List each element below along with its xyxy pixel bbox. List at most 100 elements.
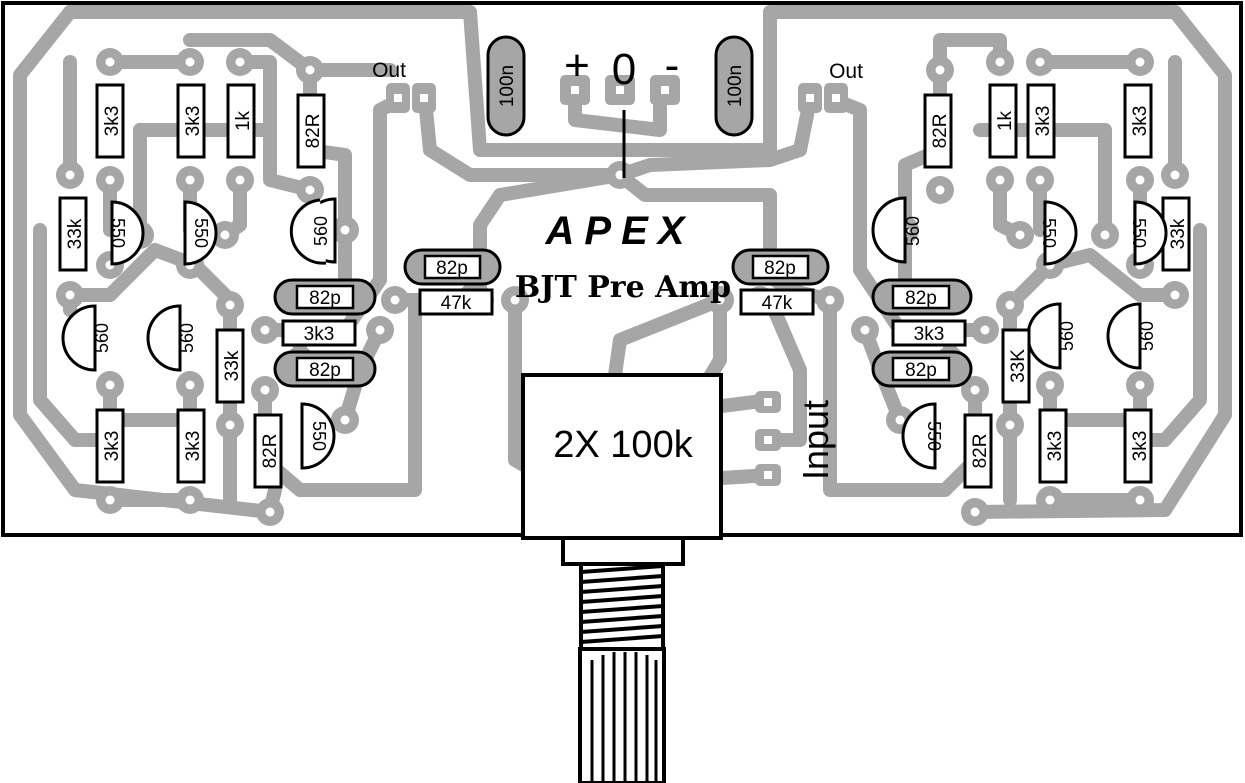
svg-text:550: 550 — [108, 218, 128, 248]
pad-hole — [832, 94, 840, 102]
pot-collar — [561, 536, 685, 566]
pad-hole — [616, 86, 624, 94]
pad-hole — [1135, 380, 1145, 390]
pad-hole — [1135, 175, 1145, 185]
capacitor-82p-left-2: 82p — [273, 350, 377, 388]
capacitor-82p-center-left: 82p — [403, 248, 502, 286]
pad-hole — [185, 380, 195, 390]
pad-hole — [340, 415, 350, 425]
out-right-label: Out — [829, 60, 863, 83]
resistor-r3: 1k — [226, 83, 256, 159]
svg-text:33k: 33k — [1168, 218, 1189, 249]
pad-hole — [105, 175, 115, 185]
resistor-33k-left: 33k — [58, 196, 88, 272]
pot-label: 2X 100k — [553, 424, 693, 466]
capacitor-82p-right-2: 82p — [871, 350, 973, 388]
pad-hole — [225, 300, 235, 310]
resistor-33k-mid-left: 33k — [215, 328, 245, 404]
svg-text:550: 550 — [309, 421, 329, 451]
resistor-r4: 82R — [296, 93, 326, 169]
brand-logo: APEX — [545, 209, 695, 253]
resistor-47k-center-left: 47k — [418, 288, 494, 316]
transistor-q4: 560 — [61, 304, 112, 372]
pad-hole — [571, 86, 579, 94]
pad-hole — [1035, 175, 1045, 185]
svg-text:3k3: 3k3 — [1130, 431, 1151, 462]
pad-hole — [825, 295, 835, 305]
resistor-3k3-mid-left: 3k3 — [281, 319, 357, 347]
pad-hole — [764, 471, 772, 479]
pad-hole — [305, 65, 315, 75]
resistor-r9: 1k — [988, 83, 1018, 159]
pad-hole — [970, 385, 980, 395]
transistor-q3: 560 — [289, 197, 337, 265]
transistor-q11: 560 — [1106, 302, 1157, 370]
svg-text:3k3: 3k3 — [914, 324, 945, 345]
capacitor-100n-left: 100n — [486, 35, 526, 137]
pad-hole — [340, 225, 350, 235]
pad-hole — [1045, 495, 1055, 505]
pad-hole — [806, 94, 814, 102]
zero-label: 0 — [612, 45, 636, 94]
resistor-r1: 3k3 — [95, 83, 125, 159]
svg-text:550: 550 — [191, 218, 211, 248]
pad-hole — [220, 230, 230, 240]
resistor-r6: 3k3 — [176, 408, 206, 484]
resistor-r8: 82R — [923, 93, 953, 169]
svg-text:82p: 82p — [764, 258, 796, 279]
pad-hole — [1170, 170, 1180, 180]
pad-hole — [661, 86, 669, 94]
svg-text:47k: 47k — [762, 293, 793, 314]
pad-hole — [1045, 380, 1055, 390]
resistor-r14: 3k3 — [1123, 408, 1153, 484]
svg-text:82R: 82R — [970, 434, 991, 469]
pad-hole — [105, 380, 115, 390]
svg-text:82R: 82R — [260, 434, 281, 469]
pad-hole — [510, 295, 520, 305]
pad-hole — [935, 185, 945, 195]
resistor-r5: 3k3 — [95, 408, 125, 484]
transistor-q1: 550 — [108, 200, 145, 266]
pad-hole — [970, 507, 980, 517]
pot-thread-lines — [580, 564, 664, 644]
pad-hole — [895, 415, 905, 425]
transistor-q7: 560 — [871, 196, 923, 264]
pad-hole — [260, 385, 270, 395]
svg-text:82p: 82p — [309, 360, 341, 381]
pad-hole — [1035, 57, 1045, 67]
transistor-q12: 550 — [901, 402, 944, 470]
svg-text:560: 560 — [1057, 321, 1077, 351]
svg-text:33k: 33k — [222, 350, 243, 381]
svg-text:560: 560 — [177, 323, 197, 353]
pot-shaft — [578, 647, 666, 783]
pad-hole — [260, 325, 270, 335]
svg-text:1k: 1k — [233, 110, 254, 131]
svg-text:560: 560 — [311, 216, 331, 246]
svg-text:1k: 1k — [995, 110, 1016, 131]
resistor-r2: 3k3 — [176, 83, 206, 159]
svg-text:82p: 82p — [905, 360, 937, 381]
svg-text:100n: 100n — [497, 65, 518, 107]
pad-hole — [185, 495, 195, 505]
pad-hole — [935, 65, 945, 75]
svg-text:3k3: 3k3 — [183, 431, 204, 462]
pot-body — [521, 373, 723, 540]
svg-text:3k3: 3k3 — [304, 324, 335, 345]
svg-text:560: 560 — [1137, 321, 1157, 351]
resistor-47k-center-right: 47k — [739, 288, 815, 316]
pad-hole — [305, 185, 315, 195]
potentiometer: 2X 100k — [521, 373, 723, 783]
svg-text:550: 550 — [1129, 218, 1149, 248]
left-channel-components: 3k3 3k3 1k 82R 33k 550 550 — [58, 83, 502, 489]
input-label: Input — [795, 400, 836, 480]
svg-text:33k: 33k — [65, 218, 86, 249]
svg-text:3k3: 3k3 — [1045, 431, 1066, 462]
pad-hole — [65, 170, 75, 180]
svg-text:33K: 33K — [1008, 349, 1029, 383]
pad-hole — [1005, 300, 1015, 310]
capacitor-82p-right-1: 82p — [871, 278, 973, 316]
pad-hole — [764, 398, 772, 406]
pad-hole — [764, 436, 772, 444]
resistor-r12: 82R — [963, 413, 993, 489]
